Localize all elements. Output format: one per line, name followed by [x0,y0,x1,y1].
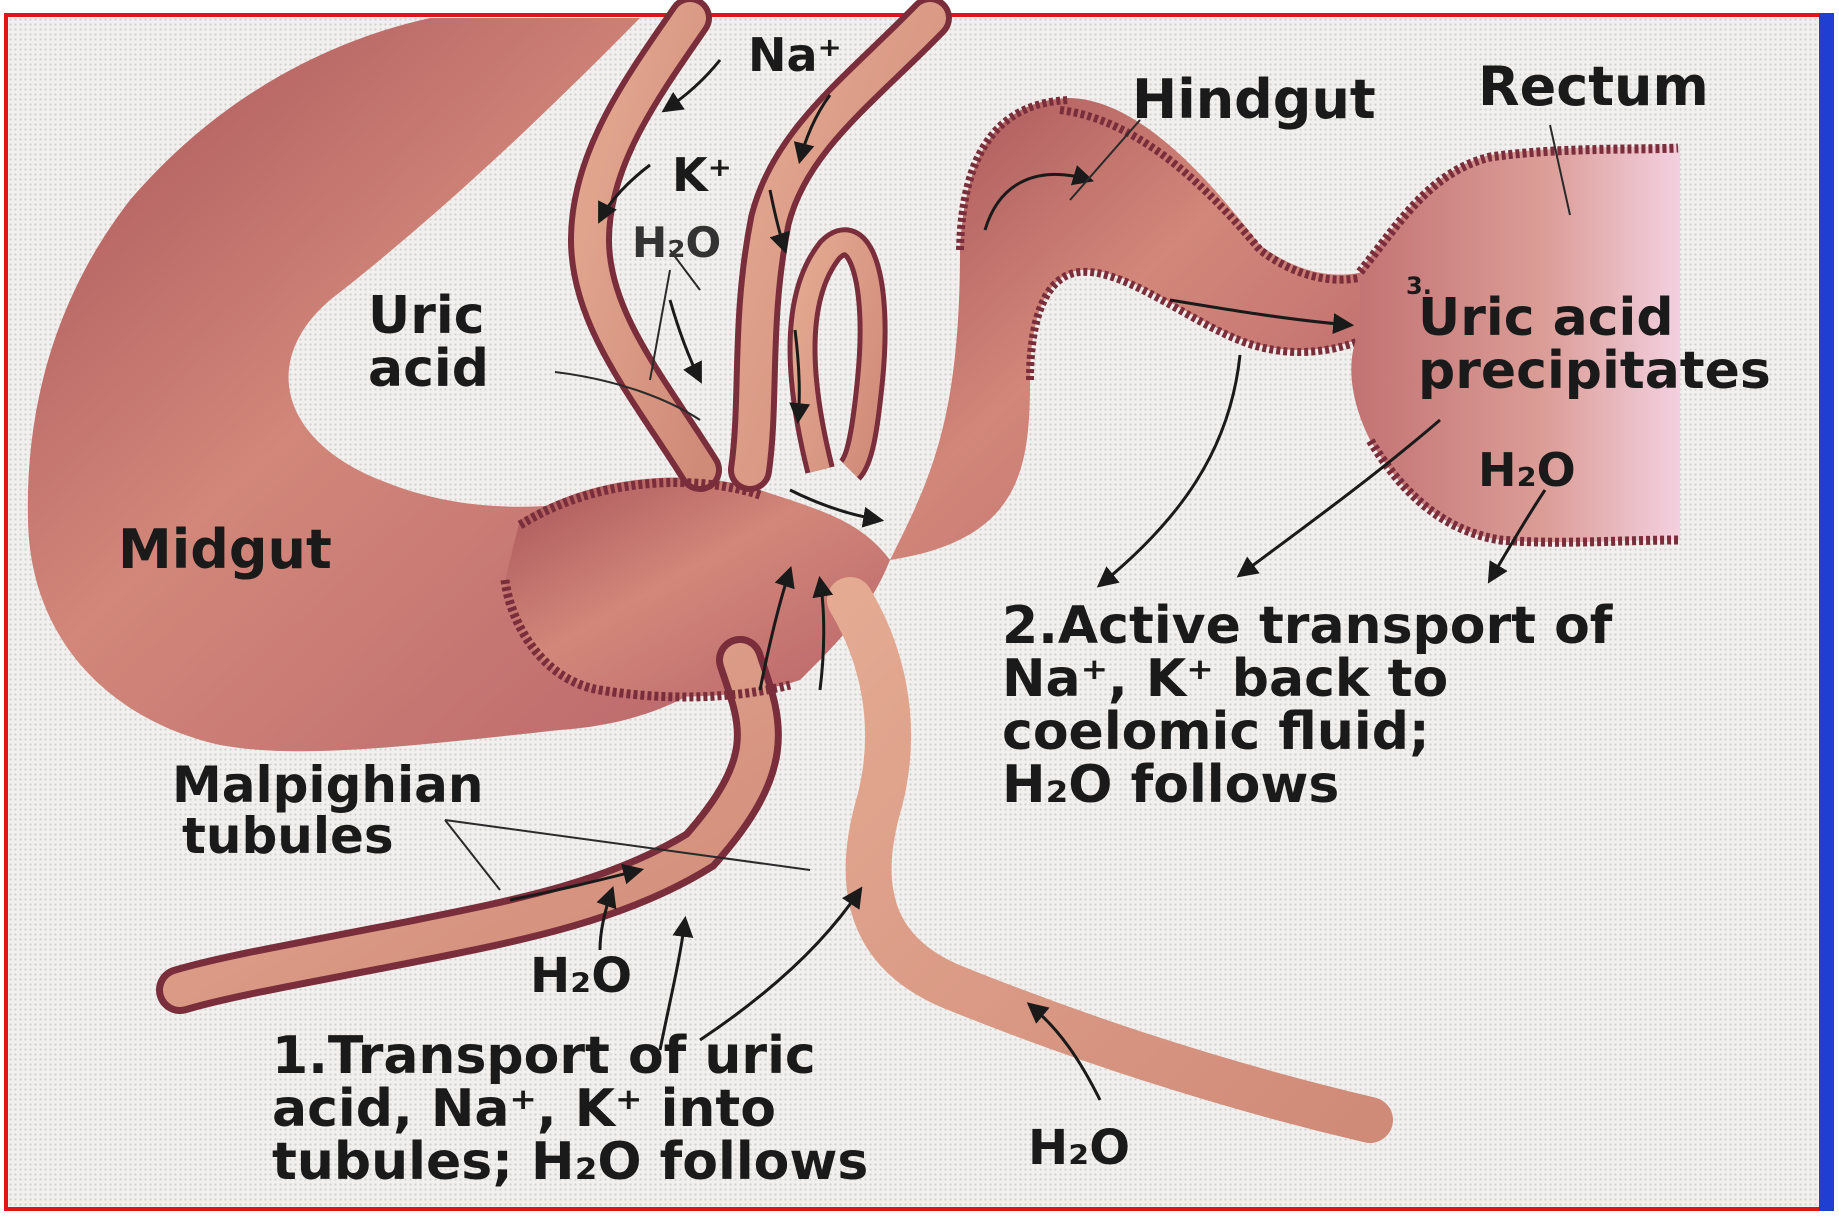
label-hindgut: Hindgut [1132,68,1376,131]
label-na-ion: Na⁺ [748,28,842,82]
label-h2o-upper: H₂O [632,218,721,267]
label-h2o-rectum: H₂O [1478,443,1576,497]
leader-line-h2o [650,270,670,380]
label-step2: 2.Active transport of Na⁺, K⁺ back to co… [1002,600,1612,812]
label-midgut: Midgut [118,518,332,581]
label-h2o-lower-right: H₂O [1028,1120,1130,1176]
flow-arrow [1100,355,1240,585]
label-malpighian-tubules: Malpighian tubules [172,760,483,862]
hindgut-body [890,98,1380,560]
label-rectum: Rectum [1478,55,1709,118]
flow-arrow [670,300,700,380]
flow-arrow [700,890,860,1040]
label-step3: Uric acid precipitates [1418,292,1771,398]
label-uric-acid: Uric acid [368,290,489,396]
label-step1: 1.Transport of uric acid, Na⁺, K⁺ into t… [272,1030,868,1189]
flow-arrow [1240,420,1440,575]
label-k-ion: K⁺ [672,148,732,202]
label-h2o-lower-left: H₂O [530,948,632,1004]
